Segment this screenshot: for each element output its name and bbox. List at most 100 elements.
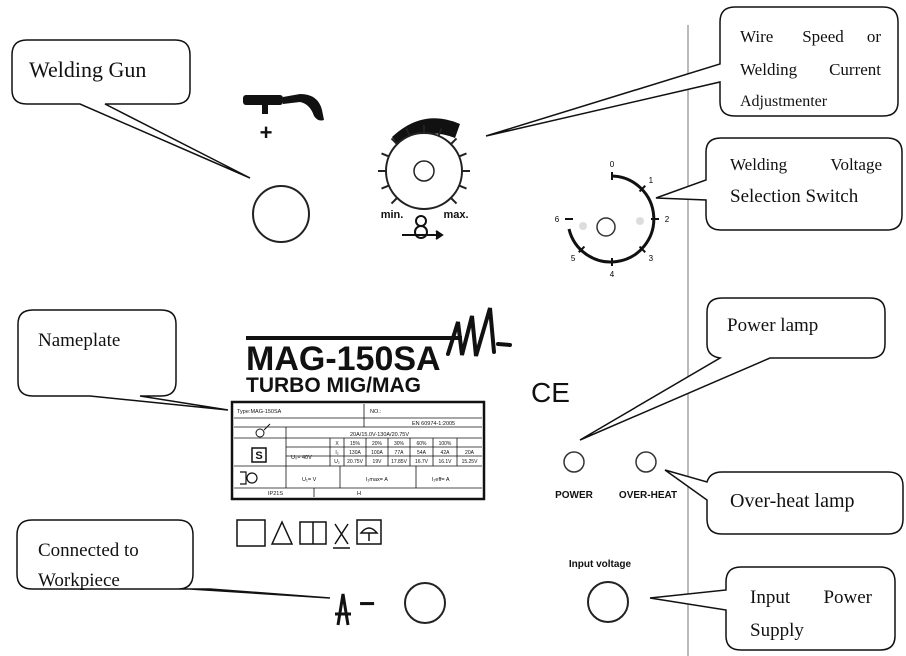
nameplate-cell: 20A — [465, 450, 475, 456]
nameplate-u0: U₀= 40V — [291, 455, 312, 461]
nameplate-s-symbol: S — [255, 450, 262, 462]
gun-socket[interactable] — [252, 185, 310, 243]
callout-wire-speed-word: Wire — [740, 27, 773, 46]
callout-overheat-lamp-text: Over-heat lamp — [730, 490, 855, 512]
switch-position-label: 6 — [555, 215, 560, 224]
switch-tick — [638, 185, 646, 193]
callout-workpiece-line: Connected to — [38, 540, 139, 561]
callout-input-power — [649, 566, 896, 651]
callout-wire-speed-word: Current — [829, 60, 881, 79]
switch-position-label: 3 — [649, 254, 654, 263]
nameplate-u1: U₁= V — [302, 477, 317, 483]
model-subtitle: TURBO MIG/MAG — [246, 374, 421, 397]
callout-voltage-switch — [655, 137, 903, 231]
callout-workpiece — [16, 519, 331, 599]
switch-tick — [578, 245, 586, 253]
callout-input-power-word: Input — [750, 587, 791, 608]
nameplate-cell: 19V — [373, 459, 383, 465]
overheat-lamp-label: OVER-HEAT — [619, 490, 677, 501]
nameplate-cell: X — [335, 441, 339, 447]
nameplate-h: H — [357, 491, 361, 497]
nameplate-cell: 100A — [371, 450, 383, 456]
callout-nameplate — [17, 309, 229, 411]
power-lamp — [563, 451, 585, 473]
callout-welding-gun-text: Welding Gun — [29, 57, 146, 82]
knob-tick — [405, 128, 411, 137]
nameplate-cell: 100% — [439, 441, 452, 447]
brand-logo — [246, 307, 512, 357]
nameplate-standard: EN 60974-1:2005 — [412, 421, 455, 427]
workpiece-socket[interactable] — [404, 582, 446, 624]
nameplate-cell: 20% — [372, 441, 383, 447]
wire-feed-icon — [402, 215, 444, 240]
nameplate-cell: 20.75V — [347, 459, 364, 465]
knob-tick — [390, 197, 398, 205]
callout-overheat-lamp — [664, 469, 904, 535]
nameplate-number: NO.: — [370, 409, 382, 415]
callout-welding-gun — [11, 39, 251, 179]
bin-icon — [333, 523, 350, 549]
switch-position-label: 0 — [610, 160, 615, 169]
plug-symbol-icon — [240, 471, 258, 485]
nameplate-range: 20A/15.0V-130A/20.75V — [350, 432, 409, 438]
nameplate-cell: I₂ — [335, 450, 338, 456]
switch-position-label: 1 — [649, 176, 654, 185]
welding-symbol-icon — [255, 423, 271, 438]
knob-tick — [450, 137, 458, 145]
knob-tick — [381, 152, 390, 158]
nameplate-cell: 130A — [349, 450, 361, 456]
callout-power-lamp — [579, 297, 886, 441]
nameplate-i1max: I₁max= A — [366, 477, 388, 483]
warning-icon — [236, 519, 266, 547]
callout-input-power-word: Supply — [750, 620, 804, 641]
knob-tick — [450, 197, 458, 205]
nameplate-cell: 16.7V — [415, 459, 429, 465]
nameplate: Type:MAG-150SA NO.: EN 60974-1:2005 20A/… — [230, 400, 486, 501]
callout-voltage-word: Voltage — [830, 155, 882, 174]
clamp-polarity-label: − — [359, 588, 375, 619]
umbrella-icon — [356, 519, 382, 545]
safety-icons — [236, 519, 382, 549]
callout-wire-speed-word: Adjustmenter — [740, 93, 828, 110]
nameplate-cell: 77A — [395, 450, 405, 456]
switch-tick — [638, 245, 646, 253]
overheat-lamp — [635, 451, 657, 473]
wire-speed-knob[interactable] — [378, 118, 470, 210]
nameplate-cell: U₂ — [334, 459, 340, 465]
knob-tick — [390, 137, 398, 145]
nameplate-cell: 54A — [417, 450, 427, 456]
nameplate-cell: 60% — [416, 441, 427, 447]
callout-wire-speed-word: Speed — [802, 27, 844, 46]
input-power-socket[interactable] — [587, 581, 629, 623]
knob-tick — [437, 128, 443, 137]
warning-icon — [270, 520, 294, 545]
knob-tick — [458, 184, 467, 190]
callout-power-lamp-text: Power lamp — [727, 315, 818, 336]
nameplate-i1eff: I₁eff= A — [432, 477, 450, 483]
switch-position-label: 5 — [571, 254, 576, 263]
callout-nameplate-text: Nameplate — [38, 330, 120, 351]
nameplate-type: Type:MAG-150SA — [237, 409, 282, 415]
knob-min-label: min. — [381, 209, 404, 221]
callout-wire-speed-word: Welding — [740, 60, 798, 79]
callout-voltage-word: Welding — [730, 155, 788, 174]
welding-gun-icon — [243, 94, 324, 121]
callout-voltage-word: Selection Switch — [730, 186, 859, 207]
nameplate-cell: 17.85V — [391, 459, 408, 465]
nameplate-cell: 42A — [441, 450, 451, 456]
knob-tick — [381, 184, 390, 190]
callout-wire-speed-word: or — [867, 27, 882, 46]
power-lamp-label: POWER — [555, 490, 594, 501]
switch-position-label: 4 — [610, 270, 615, 279]
callout-workpiece-line: Workpiece — [38, 570, 120, 591]
model-title: MAG-150SA — [246, 340, 441, 378]
nameplate-cell: 15% — [350, 441, 361, 447]
nameplate-cell: 15.25V — [462, 459, 479, 465]
nameplate-cell: 30% — [394, 441, 405, 447]
callout-wire-speed — [485, 6, 899, 137]
callout-input-power-word: Power — [823, 587, 872, 608]
ground-clamp-icon — [335, 593, 351, 626]
ce-mark-icon: CE — [531, 377, 570, 408]
